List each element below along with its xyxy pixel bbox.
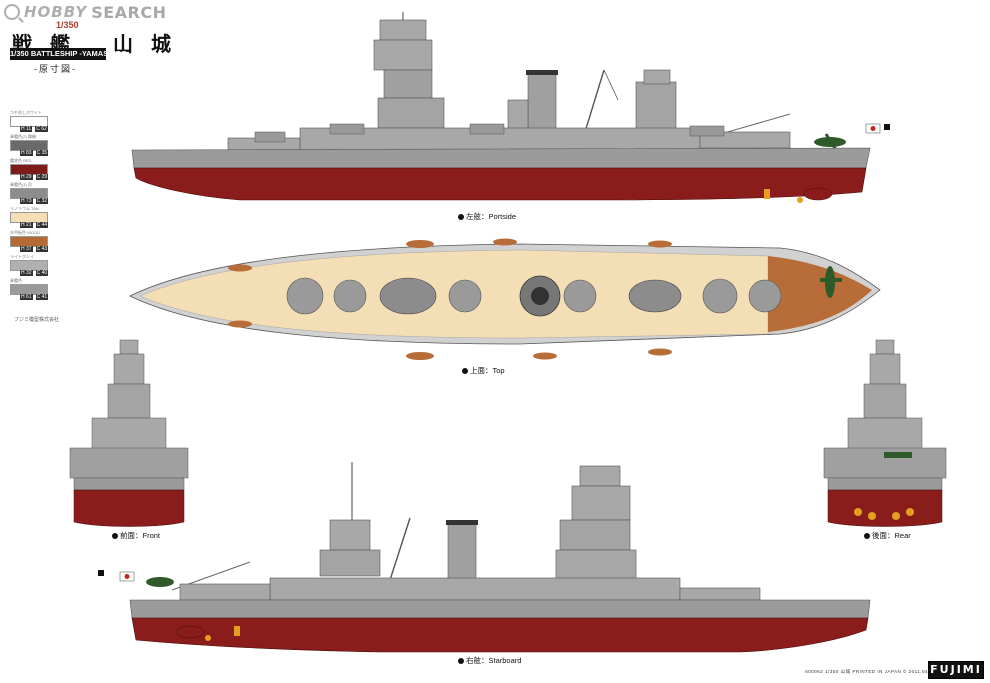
caption-starboard: 右舷：Starboard <box>458 655 521 666</box>
legend-label: つや消しホワイト <box>10 110 42 115</box>
rear-view <box>823 339 947 527</box>
watermark-word: SEARCH <box>91 2 167 22</box>
watermark-logo: HOBBY <box>24 3 88 21</box>
legend-code: H 37 <box>20 246 33 252</box>
legend-code: C 35 <box>35 150 49 156</box>
legend-code: C 40 <box>35 270 49 276</box>
legend-code: H 29 <box>20 174 33 180</box>
legend-label: 艦底色 RED <box>10 158 32 163</box>
legend-code: C 41 <box>35 294 49 300</box>
portside-view <box>131 12 890 203</box>
legend-code: C 43 <box>35 246 49 252</box>
caption-rear: 後面：Rear <box>864 530 911 541</box>
legend-code: C 62 <box>35 126 48 132</box>
legend-code: C 29 <box>35 174 49 180</box>
hobby-search-watermark: HOBBY SEARCH <box>0 0 167 24</box>
legend-label: 木甲板色 WOOD <box>10 230 40 235</box>
legend-label: ライトグレイ <box>10 254 34 259</box>
legend-code: H 61 <box>20 294 33 300</box>
product-info: 600062 1/350 山城 PRINTED IN JAPAN © 2011.… <box>805 669 928 674</box>
caption-top: 上面：Top <box>462 365 505 376</box>
legend-label: 軍艦色(2) 舞鶴 <box>10 134 36 139</box>
magnifier-icon <box>4 4 20 20</box>
front-view <box>69 339 189 527</box>
ship-name-en: 1/350 BATTLESHIP -YAMASHIRO- <box>10 48 130 60</box>
caption-portside: 左舷：Portside <box>458 211 516 222</box>
legend-code: H 83 <box>20 150 33 156</box>
legend-label: 軍艦色 <box>10 278 22 283</box>
starboard-view <box>98 462 871 653</box>
legend-label: リノリウム TAN <box>10 206 39 211</box>
actual-size-subtitle: -原寸図- <box>34 64 77 74</box>
legend-code: H 21 <box>20 222 33 228</box>
legend-code: C 44 <box>35 222 49 228</box>
legend-code: H 73 <box>20 198 33 204</box>
legend-label: 軍艦色(1) 呉 <box>10 182 32 187</box>
legend-code: C 32 <box>35 198 49 204</box>
caption-front: 前面：Front <box>112 530 160 541</box>
fujimi-logo: FUJIMI <box>928 661 984 679</box>
legend-code: H 32 <box>20 270 33 276</box>
scale-label: 1/350 <box>56 20 79 30</box>
legend-code: H 11 <box>20 126 33 132</box>
maker-note: フジミ模型株式会社 <box>14 317 60 323</box>
top-view <box>129 238 881 360</box>
